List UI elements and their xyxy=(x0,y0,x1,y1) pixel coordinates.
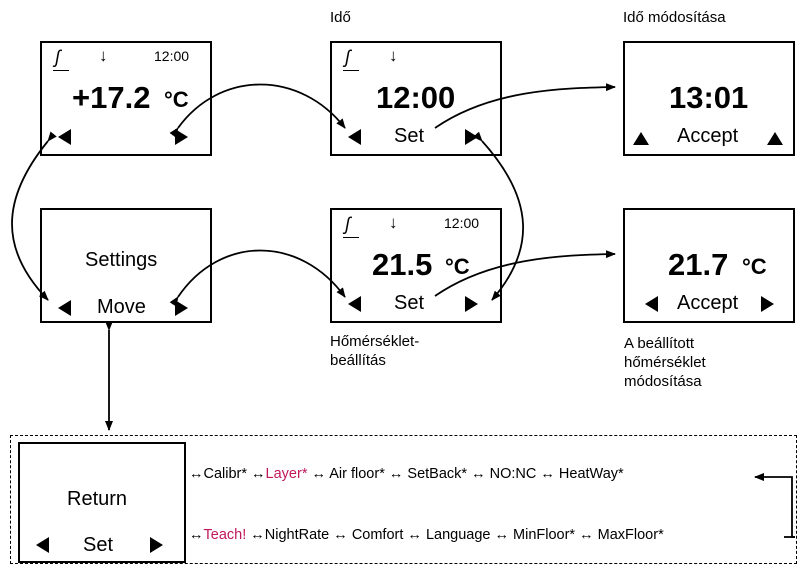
clock-edit-value: 13:01 xyxy=(669,80,749,115)
down-arrow-icon: ↓ xyxy=(99,46,108,65)
caption-ido-modositasa: Idő módosítása xyxy=(623,9,726,26)
menu-row-1: ↔Calibr* ↔Layer* ↔ Air floor* ↔ SetBack*… xyxy=(189,466,624,482)
left-triangle-icon[interactable] xyxy=(348,296,361,312)
accept-label: Accept xyxy=(677,125,739,147)
arrow-settings-temp xyxy=(169,249,346,307)
main-screen: ʃ ↓ 12:00 +17.2 °C xyxy=(40,41,212,156)
menu-item-layer[interactable]: Layer* xyxy=(265,466,308,482)
heating-icon: ʃ xyxy=(55,47,61,67)
menu-item-language[interactable]: Language xyxy=(425,527,491,543)
menu-item-air-floor[interactable]: Air floor* xyxy=(329,466,385,482)
sep: ↔ xyxy=(189,466,204,482)
sep: ↔ xyxy=(189,527,204,543)
left-triangle-icon[interactable] xyxy=(645,296,658,312)
menu-item-setback[interactable]: SetBack* xyxy=(407,466,468,482)
sep: ↔ xyxy=(579,527,594,543)
up-triangle-icon[interactable] xyxy=(633,132,649,145)
sep: ↔ xyxy=(333,527,348,543)
caption-ido: Idő xyxy=(330,9,351,26)
down-arrow-icon: ↓ xyxy=(389,213,398,232)
return-title: Return xyxy=(67,488,128,510)
arrow-clock-temp xyxy=(473,131,524,301)
settings-title: Settings xyxy=(85,249,158,271)
caption-beallitott-1: A beállított xyxy=(624,335,695,352)
sep: ↔ xyxy=(540,466,555,482)
sep: ↔ xyxy=(311,466,327,482)
clock-display: 12:00 xyxy=(154,48,190,64)
menu-item-calibr[interactable]: Calibr* xyxy=(203,466,248,482)
heating-icon-base xyxy=(343,70,359,71)
arrow-temp-edit xyxy=(434,250,616,297)
caption-homerseklet-beallitas-1: Hőmérséklet- xyxy=(330,333,420,350)
temperature-edit-screen: 21.7 °C Accept xyxy=(623,208,795,323)
arrow-menu-wrap xyxy=(754,473,795,538)
clock-value: 12:00 xyxy=(376,80,456,115)
down-arrow-icon: ↓ xyxy=(389,46,398,65)
set-label: Set xyxy=(394,125,425,147)
set-label: Set xyxy=(83,534,114,556)
menu-row-2: ↔Teach! ↔NightRate ↔ Comfort ↔ Language … xyxy=(189,527,664,543)
heating-icon: ʃ xyxy=(345,214,351,234)
clock-display: 12:00 xyxy=(444,215,480,231)
arrow-clock-edit xyxy=(434,83,616,129)
accept-label: Accept xyxy=(677,292,739,314)
left-triangle-icon[interactable] xyxy=(58,300,71,316)
edit-temperature-value: 21.7 xyxy=(668,247,729,282)
heating-icon-base xyxy=(343,237,359,238)
arrow-main-clock xyxy=(169,83,346,138)
menu-item-minfloor[interactable]: MinFloor* xyxy=(513,527,576,543)
menu-item-teach[interactable]: Teach! xyxy=(203,527,247,543)
left-triangle-icon[interactable] xyxy=(348,129,361,145)
up-triangle-icon[interactable] xyxy=(767,132,783,145)
return-screen: Return Set xyxy=(18,442,186,563)
edit-temperature-unit: °C xyxy=(742,254,767,279)
sep: ↔ xyxy=(250,527,265,543)
arrow-main-settings xyxy=(11,131,57,301)
menu-item-heatway[interactable]: HeatWay* xyxy=(558,466,624,482)
clock-edit-screen: 13:01 Accept xyxy=(623,41,795,156)
menu-item-nightrate[interactable]: NightRate xyxy=(264,527,330,543)
menu-item-comfort[interactable]: Comfort xyxy=(351,527,404,543)
menu-item-no-nc[interactable]: NO:NC xyxy=(489,466,537,482)
set-temperature-unit: °C xyxy=(445,254,470,279)
set-temperature-value: 21.5 xyxy=(372,247,433,282)
sep: ↔ xyxy=(471,466,486,482)
sep: ↔ xyxy=(494,527,510,543)
temperature-unit: °C xyxy=(164,87,189,112)
temperature-value: +17.2 xyxy=(72,80,151,115)
sep: ↔ xyxy=(251,466,266,482)
caption-homerseklet-beallitas-2: beállítás xyxy=(330,352,386,369)
right-triangle-icon[interactable] xyxy=(761,296,774,312)
caption-beallitott-3: módosítása xyxy=(624,373,702,390)
set-label: Set xyxy=(394,292,425,314)
menu-item-maxfloor[interactable]: MaxFloor* xyxy=(597,527,664,543)
left-triangle-icon[interactable] xyxy=(36,537,49,553)
caption-beallitott-2: hőmérséklet xyxy=(624,354,706,371)
heating-icon: ʃ xyxy=(345,47,351,67)
sep: ↔ xyxy=(388,466,404,482)
move-label: Move xyxy=(97,296,146,318)
settings-menu-region xyxy=(10,435,797,564)
sep: ↔ xyxy=(407,527,422,543)
heating-icon-base xyxy=(53,70,69,71)
right-triangle-icon[interactable] xyxy=(150,537,163,553)
left-triangle-icon[interactable] xyxy=(58,129,71,145)
